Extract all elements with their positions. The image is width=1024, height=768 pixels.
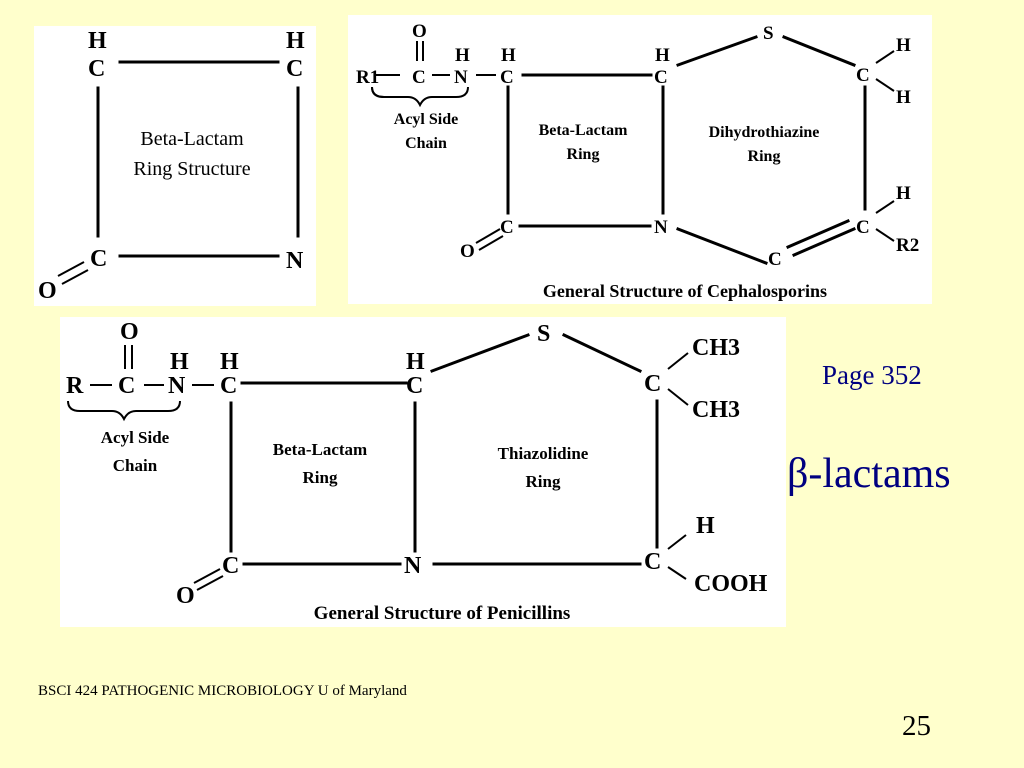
atom-o: O — [412, 21, 427, 42]
atom-h: H — [220, 349, 239, 375]
penicillin-diagram: R O C H N H C H C S C CH3 CH3 H C COOH N… — [66, 319, 768, 624]
atom-n: N — [168, 373, 186, 399]
beta-lactam-ring-diagram: H C H C C N O Beta-Lactam Ring Structure — [38, 28, 305, 304]
acyl-label-line2: Chain — [405, 135, 447, 152]
beta-lactam-label-line1: Beta-Lactam — [273, 440, 367, 459]
double-bond-1 — [57, 261, 85, 277]
atom-c: C — [500, 67, 514, 88]
bond — [676, 227, 768, 265]
atom-ch3: CH3 — [692, 335, 740, 361]
atom-c: C — [644, 371, 661, 397]
bond — [875, 200, 895, 214]
beta-lactam-label-line1: Beta-Lactam — [539, 122, 629, 139]
acyl-brace — [371, 86, 385, 98]
atom-n: N — [654, 217, 668, 238]
atom-c: C — [88, 56, 105, 82]
bond — [875, 50, 895, 64]
atom-s: S — [763, 23, 774, 44]
thiazolidine-label-line2: Ring — [526, 472, 561, 491]
atom-h: H — [501, 45, 516, 66]
atom-c: C — [768, 249, 782, 270]
acyl-brace — [371, 86, 469, 108]
atom-c: C — [286, 56, 303, 82]
atom-h: H — [896, 87, 911, 108]
bond — [875, 78, 895, 92]
double-bond-1 — [475, 228, 501, 244]
atom-c: C — [406, 373, 423, 399]
atom-n: N — [404, 553, 422, 579]
bond — [875, 228, 895, 242]
bond — [792, 227, 856, 257]
bond — [667, 352, 689, 370]
atom-ch3: CH3 — [692, 397, 740, 423]
cephalosporin-panel: R1 O C H N H C H C S C H H H C R2 C N C … — [348, 15, 932, 304]
atom-c: C — [222, 553, 239, 579]
atom-c: C — [118, 373, 135, 399]
atom-o: O — [120, 319, 139, 345]
double-bond-2 — [61, 269, 89, 285]
slide-title: β-lactams — [787, 451, 951, 497]
bond — [667, 566, 687, 580]
dihydrothiazine-label-line2: Ring — [748, 148, 781, 165]
atom-h: H — [88, 28, 107, 54]
atom-h: H — [455, 45, 470, 66]
atom-h: H — [170, 349, 189, 375]
atom-o: O — [176, 583, 195, 609]
atom-h: H — [696, 513, 715, 539]
atom-r: R — [66, 373, 84, 399]
atom-o: O — [460, 241, 475, 262]
atom-n: N — [286, 248, 304, 274]
atom-o: O — [38, 278, 57, 304]
ring-label-line1: Beta-Lactam — [140, 128, 244, 150]
cephalosporin-diagram: R1 O C H N H C H C S C H H H C R2 C N C … — [356, 21, 919, 301]
footer-text: BSCI 424 PATHOGENIC MICROBIOLOGY U of Ma… — [38, 683, 407, 699]
page-reference: Page 352 — [822, 360, 922, 390]
ring-label-line2: Ring Structure — [133, 158, 250, 180]
acyl-label-line2: Chain — [113, 456, 158, 475]
penicillin-panel: R O C H N H C H C S C CH3 CH3 H C COOH N… — [60, 317, 786, 627]
bond — [786, 219, 850, 249]
beta-lactam-label-line2: Ring — [567, 146, 600, 163]
thiazolidine-label-line1: Thiazolidine — [498, 444, 589, 463]
atom-h: H — [655, 45, 670, 66]
atom-c: C — [220, 373, 237, 399]
atom-n: N — [454, 67, 468, 88]
beta-lactam-ring-panel: H C H C C N O Beta-Lactam Ring Structure — [34, 26, 316, 306]
double-bond-1 — [193, 568, 221, 584]
atom-r1: R1 — [356, 67, 379, 88]
acyl-label-line1: Acyl Side — [394, 111, 458, 128]
atom-c: C — [644, 549, 661, 575]
bond — [667, 388, 689, 406]
bond — [782, 35, 856, 67]
atom-h: H — [896, 183, 911, 204]
atom-h: H — [286, 28, 305, 54]
atom-c: C — [412, 67, 426, 88]
double-bond-2 — [478, 235, 504, 251]
bond — [667, 534, 687, 550]
atom-h: H — [406, 349, 425, 375]
atom-c: C — [90, 246, 107, 272]
cephalosporin-caption: General Structure of Cephalosporins — [543, 281, 827, 301]
beta-lactam-label-line2: Ring — [303, 468, 338, 487]
atom-c: C — [856, 65, 870, 86]
bond — [562, 333, 642, 373]
atom-cooh: COOH — [694, 571, 768, 597]
atom-c: C — [500, 217, 514, 238]
acyl-label-line1: Acyl Side — [101, 428, 170, 447]
atom-c: C — [654, 67, 668, 88]
dihydrothiazine-label-line1: Dihydrothiazine — [709, 124, 820, 141]
double-bond-2 — [196, 575, 224, 591]
slide-number: 25 — [902, 710, 931, 742]
atom-h: H — [896, 35, 911, 56]
penicillin-caption: General Structure of Penicillins — [314, 603, 571, 624]
bond — [430, 333, 530, 373]
atom-r2: R2 — [896, 235, 919, 256]
acyl-brace — [67, 400, 181, 422]
atom-s: S — [537, 321, 550, 347]
atom-c: C — [856, 217, 870, 238]
bond — [676, 35, 758, 67]
